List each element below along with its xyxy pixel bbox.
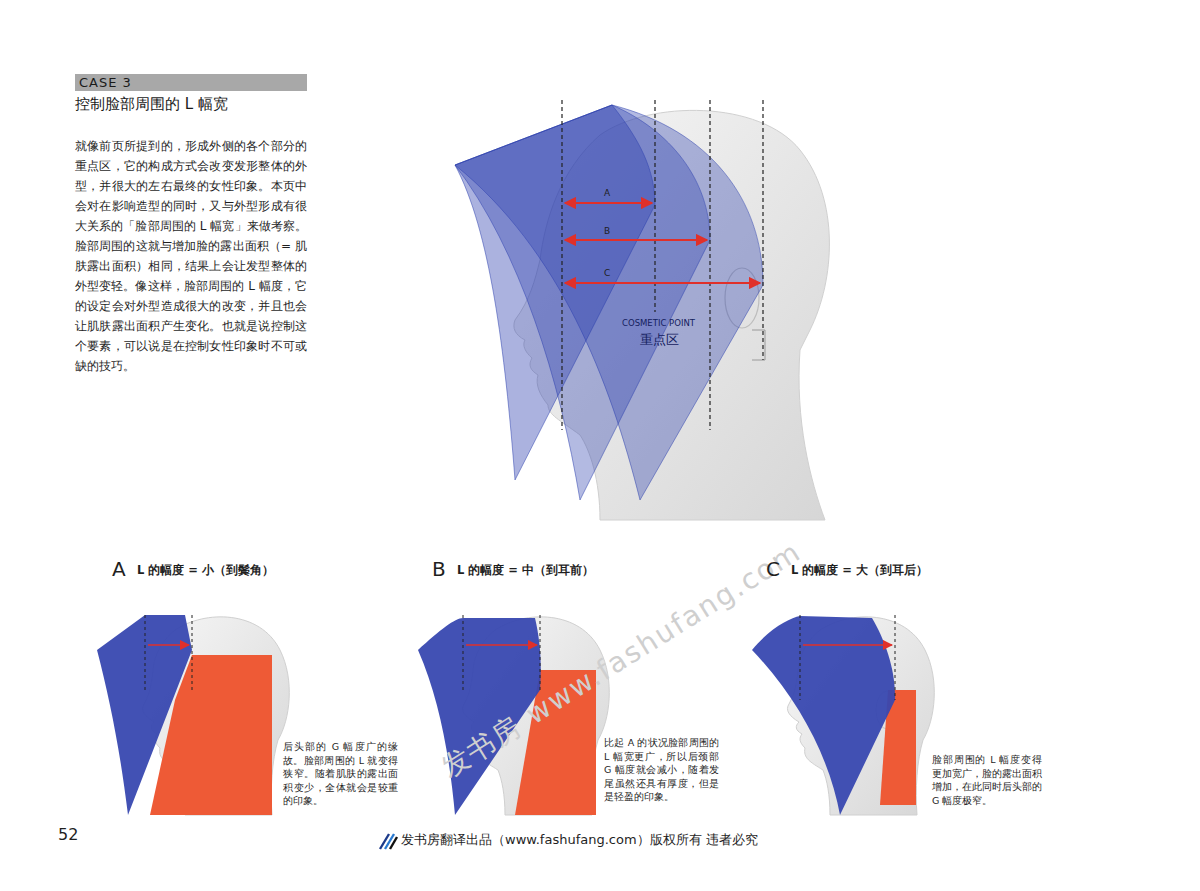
section-heading: L 的幅度 = 大（到耳后） (791, 563, 928, 577)
hair-section-c (455, 105, 763, 500)
arrow-letter: C (604, 268, 610, 279)
guide-line (762, 100, 763, 360)
width-arrow (803, 644, 892, 646)
arrow-letter: A (604, 188, 610, 199)
caption-text: 比起 A 的状况脸部周围的 L 幅宽更广，所以后颈部 G 幅度就会减小，随着发尾… (604, 736, 719, 804)
body-paragraph: 就像前页所提到的，形成外侧的各个部分的重点区，它的构成方式会改变发形整体的外型，… (75, 136, 307, 376)
page-number: 52 (58, 825, 78, 844)
guide-line (709, 100, 710, 430)
guide-line (895, 615, 896, 700)
footer-credit: 发书房翻译出品（www.fashufang.com）版权所有 违者必究 (401, 832, 758, 848)
width-arrow (565, 202, 652, 204)
page-title: 控制脸部周围的 L 幅宽 (75, 95, 228, 114)
guide-line (654, 100, 655, 312)
zone-label: COSMETIC POINT (622, 318, 695, 328)
case-header-bar: CASE 3 (75, 74, 307, 91)
guide-line (540, 615, 541, 690)
width-arrow (565, 239, 707, 241)
section-letter: C (766, 557, 780, 581)
arrow-letter: B (604, 226, 610, 237)
section-letter: B (432, 557, 446, 581)
guide-line (800, 615, 801, 700)
section-letter: A (112, 557, 126, 581)
guide-lines (562, 100, 763, 430)
width-arrow (148, 644, 189, 646)
hair-section-a (455, 105, 655, 480)
width-arrows (565, 203, 760, 283)
header-text: CASE 3 (75, 75, 307, 90)
face-area (97, 615, 192, 815)
footer-logo (380, 834, 397, 849)
caption-text: 后头部的 G 幅度广的缘故。脸部周围的 L 就变得狭窄。随着肌肤的露出面积变少，… (283, 740, 398, 808)
guide-line (192, 615, 193, 690)
face-area (752, 616, 895, 815)
section-heading: L 的幅度 = 中（到耳前） (457, 563, 594, 577)
hair-section-b (455, 105, 710, 500)
logo-stripe (390, 837, 397, 849)
section-heading: L 的幅度 = 小（到鬓角） (137, 563, 274, 577)
width-arrow (466, 644, 537, 646)
guide-line (463, 615, 464, 690)
caption-text: 脸部周围的 L 幅度变得更加宽广，脸的露出面积增加，在此同时后头部的 G 幅度极… (932, 753, 1042, 807)
width-arrow (565, 282, 760, 284)
zone-label: 重点区 (640, 332, 679, 348)
guide-line (561, 100, 562, 430)
guide-line (145, 615, 146, 690)
